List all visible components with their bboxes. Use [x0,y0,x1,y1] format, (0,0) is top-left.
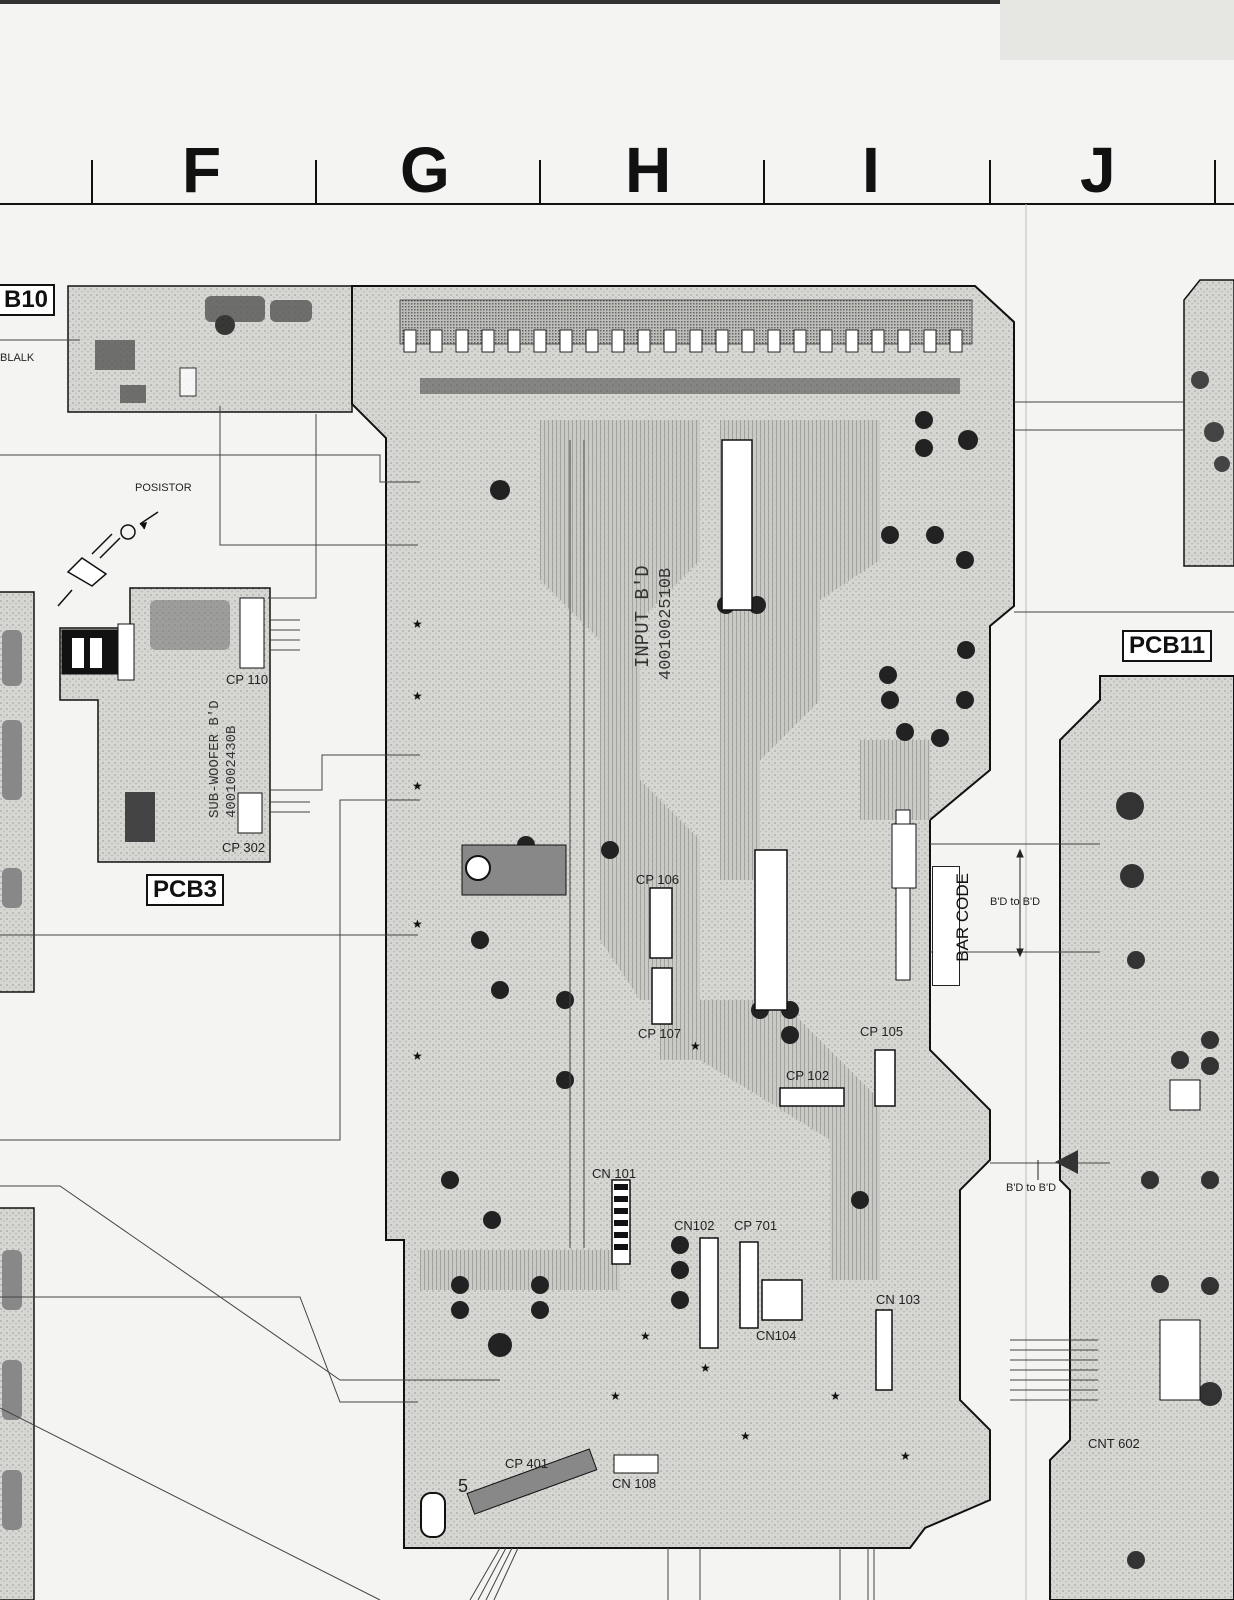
connector-cp302: CP 302 [222,840,266,855]
svg-text:★: ★ [830,1389,841,1403]
connector-cp701: CP 701 [734,1218,778,1233]
svg-text:★: ★ [900,1449,911,1463]
grid-column-g: G [400,134,450,206]
input-board-name: INPUT B'D [632,565,654,668]
connector-cp401: CP 401 [505,1456,549,1471]
input-board-part-number: 4001002510B [657,567,676,680]
pcb11-label: PCB11 [1122,630,1213,663]
svg-text:★: ★ [640,1329,651,1343]
connector-cp102: CP 102 [786,1068,830,1083]
svg-text:★: ★ [412,1049,423,1063]
connector-cn101: CN 101 [592,1166,637,1181]
posistor-label: POSISTOR [135,482,192,494]
bd-to-bd-lower-label: B'D to B'D [1006,1182,1057,1194]
pin-number-5: 5 [458,1476,469,1496]
blalk-label: BLALK [0,352,35,364]
grid-column-f: F [182,134,222,206]
subwoofer-board-name: SUB-WOOFER B'D [207,700,223,818]
svg-text:★: ★ [740,1429,751,1443]
input-board-title: INPUT B'D [632,565,654,668]
subwoofer-board-part-number: 4001002430B [224,725,240,818]
svg-text:★: ★ [412,779,423,793]
svg-text:★: ★ [412,617,423,631]
pcb10-label: B10 [0,284,56,317]
connector-cn102: CN102 [674,1218,715,1233]
grid-column-j: J [1080,134,1116,206]
subwoofer-board-title: SUB-WOOFER B'D [207,700,223,818]
pcb3-label: PCB3 [146,874,225,907]
connector-cp107: CP 107 [638,1026,682,1041]
svg-text:★: ★ [412,917,423,931]
bd-to-bd-upper-label: B'D to B'D [990,896,1041,908]
connector-cnt602: CNT 602 [1088,1436,1140,1451]
connector-cn104: CN104 [756,1328,797,1343]
connector-cp110: CP 110 [226,672,269,687]
connector-cp105: CP 105 [860,1024,904,1039]
bar-code-label: BAR CODE [953,873,972,962]
connector-cn108: CN 108 [612,1476,657,1491]
svg-text:★: ★ [690,1039,701,1053]
grid-column-i: I [862,134,880,206]
bar-code-box: BAR CODE [932,866,972,986]
connector-cn103: CN 103 [876,1292,921,1307]
connector-cp106: CP 106 [636,872,680,887]
subwoofer-board-code: 4001002430B [224,726,240,818]
svg-text:★: ★ [412,689,423,703]
input-board-code: 4001002510B [657,568,676,680]
svg-text:★: ★ [610,1389,621,1403]
grid-column-h: H [625,134,672,206]
svg-text:★: ★ [700,1361,711,1375]
